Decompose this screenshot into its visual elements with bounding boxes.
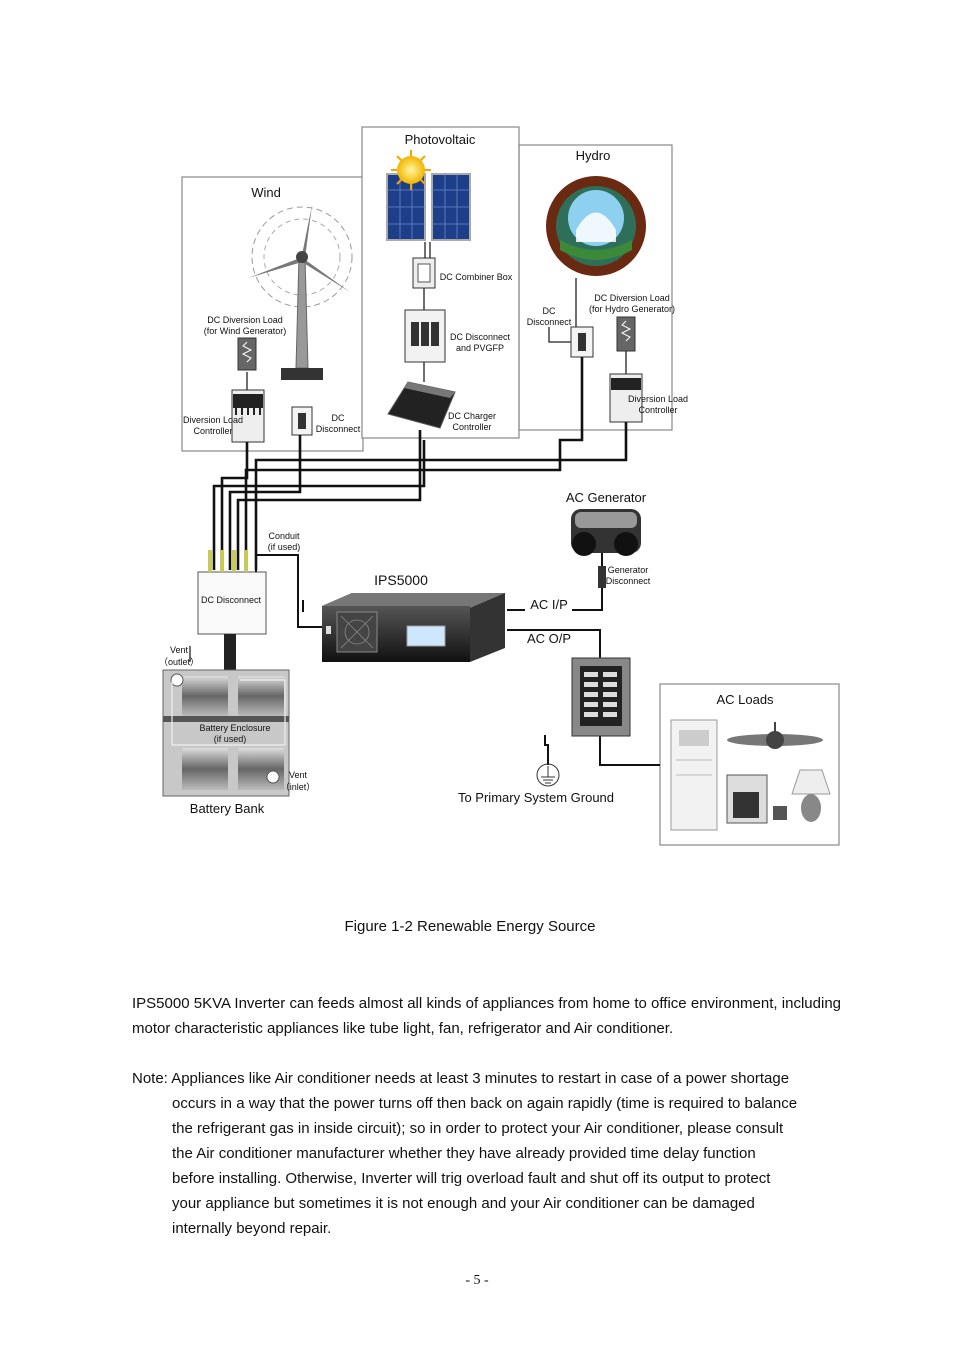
breaker-panel-icon: [571, 657, 631, 737]
main-dc-disconnect-label: DC Disconnect: [201, 595, 262, 605]
note-line: internally beyond repair.: [172, 1220, 332, 1237]
battery-enclosure-label: Battery Enclosure: [199, 723, 270, 733]
wind-controller-label: Diversion Load: [183, 415, 243, 425]
ac-op-label: AC O/P: [527, 631, 571, 646]
hydro-dc-disconnect-icon: [570, 326, 594, 358]
note-block: Note: Appliances like Air conditioner ne…: [132, 1066, 844, 1241]
vent-outlet-label: Vent: [170, 645, 189, 655]
main-dc-disconnect-icon: [197, 550, 267, 635]
wind-turbine-icon: [248, 205, 353, 380]
hydro-controller-sublabel: Controller: [638, 405, 677, 415]
battery-bank-title: Battery Bank: [190, 801, 265, 816]
vent-inlet-sublabel: （inlet）: [281, 782, 316, 792]
ips5000-title: IPS5000: [374, 572, 428, 588]
battery-bank-icon: [162, 669, 290, 797]
vent-inlet-label: Vent: [289, 770, 308, 780]
ac-loads-title: AC Loads: [716, 692, 774, 707]
wind-title: Wind: [251, 185, 281, 200]
generator-disconnect-icon: [598, 566, 606, 588]
hydro-dc-disconnect-label: DC: [543, 306, 556, 316]
ac-generator-title: AC Generator: [566, 490, 647, 505]
conduit-label: Conduit: [268, 531, 300, 541]
hydro-turbine-icon: [546, 176, 646, 276]
sun-icon: [391, 150, 431, 190]
hydro-diversion-load-icon: [616, 316, 636, 352]
dc-cable-bundle: [212, 357, 628, 570]
lamp-icon: [791, 769, 831, 822]
wind-dc-disconnect-sublabel: Disconnect: [316, 424, 361, 434]
air-conditioner-icon: [670, 719, 718, 831]
note-line: the refrigerant gas in inside circuit); …: [172, 1120, 784, 1137]
coffee-maker-icon: [726, 774, 768, 824]
hydro-controller-label: Diversion Load: [628, 394, 688, 404]
wind-diversion-sublabel: (for Wind Generator): [204, 326, 287, 336]
wind-dc-disconnect-label: DC: [332, 413, 345, 423]
pv-dc-disconnect-icon: [404, 309, 446, 363]
pv-dc-disconnect-label: DC Disconnect: [450, 332, 511, 342]
wind-box: [181, 176, 364, 452]
pv-dc-disconnect-sublabel: and PVGFP: [456, 343, 504, 353]
dc-combiner-label: DC Combiner Box: [440, 272, 513, 282]
note-line: Note: Appliances like Air conditioner ne…: [132, 1070, 790, 1087]
hydro-diversion-sublabel: (for Hydro Generator): [589, 304, 675, 314]
hydro-title: Hydro: [576, 148, 611, 163]
dc-charger-controller-icon: [387, 381, 456, 429]
solar-panels-icon: [386, 173, 471, 241]
hydro-diversion-controller-icon: [609, 373, 643, 423]
note-line: occurs in a way that the power turns off…: [172, 1095, 798, 1112]
battery-enclosure-sublabel: (if used): [214, 734, 247, 744]
cup-icon: [773, 806, 787, 820]
photovoltaic-title: Photovoltaic: [405, 132, 476, 147]
hydro-dc-disconnect-sublabel: Disconnect: [527, 317, 572, 327]
page-number: - 5 -: [465, 1273, 489, 1288]
conduit-sublabel: (if used): [268, 542, 301, 552]
dc-combiner-box-icon: [412, 257, 436, 289]
ac-ip-label: AC I/P: [530, 597, 568, 612]
figure-caption: Figure 1-2 Renewable Energy Source: [344, 918, 596, 935]
generator-disconnect-label: Generator: [608, 565, 649, 575]
wind-dc-disconnect-icon: [291, 406, 313, 436]
ceiling-fan-icon: [727, 722, 823, 749]
ground-symbol-icon: [536, 763, 560, 787]
wind-controller-sublabel: Controller: [193, 426, 232, 436]
vent-outlet-sublabel: （outlet）: [159, 657, 199, 667]
body-paragraph: IPS5000 5KVA Inverter can feeds almost a…: [132, 995, 841, 1037]
dc-charger-sublabel: Controller: [452, 422, 491, 432]
dc-charger-label: DC Charger: [448, 411, 496, 421]
generator-disconnect-sublabel: Disconnect: [606, 576, 651, 586]
hydro-box: [518, 144, 673, 431]
wind-diversion-label: DC Diversion Load: [207, 315, 283, 325]
hydro-diversion-label: DC Diversion Load: [594, 293, 670, 303]
ips5000-inverter-icon: [322, 593, 505, 662]
note-line: the Air conditioner manufacturer whether…: [172, 1145, 756, 1162]
note-line: your appliance but sometimes it is not e…: [172, 1195, 755, 1212]
wind-diversion-load-icon: [237, 337, 257, 371]
primary-ground-label: To Primary System Ground: [458, 790, 614, 805]
note-line: before installing. Otherwise, Inverter w…: [172, 1170, 771, 1187]
ac-generator-icon: [571, 509, 641, 556]
renewable-energy-diagram: Wind Photovoltaic Hydro AC Generator AC …: [159, 126, 840, 846]
